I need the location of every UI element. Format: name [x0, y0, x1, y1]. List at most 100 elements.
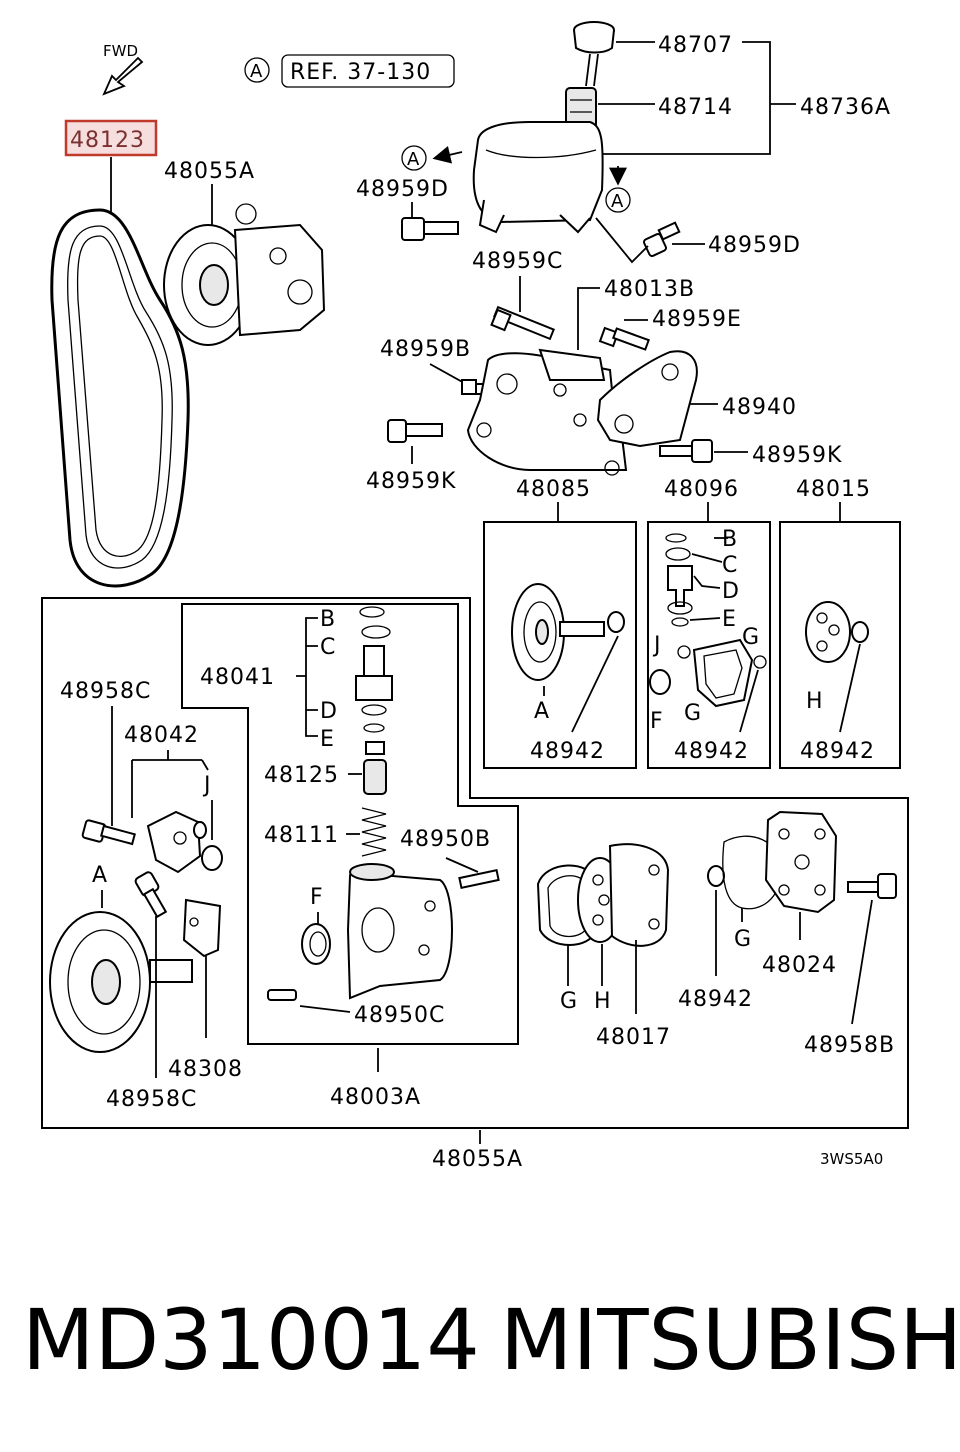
gasket-G-right [722, 835, 783, 910]
label-48959B: 48959B [380, 337, 471, 362]
label-48024: 48024 [762, 953, 837, 978]
label-48940: 48940 [722, 395, 797, 420]
label-48942-b: 48942 [674, 739, 749, 764]
parts-diagram: FWD A REF. 37-130 48123 48055A [41, 21, 909, 1172]
kit-letter-G: G [742, 625, 760, 650]
oil-seal-F [301, 923, 331, 965]
label-48958B: 48958B [804, 1033, 895, 1058]
right-letter-G: G [560, 989, 578, 1014]
ref-circle-label: A [250, 61, 263, 82]
label-48950C: 48950C [354, 1003, 445, 1028]
label-48736A: 48736A [800, 95, 891, 120]
flow-control-valve [355, 606, 393, 795]
label-48959C: 48959C [472, 249, 563, 274]
kit-letter-J: J [652, 633, 662, 658]
right-letter-G2: G [734, 927, 752, 952]
left-letter-J: J [202, 773, 212, 798]
kit-letter-A: A [534, 699, 550, 724]
label-48959K-right: 48959K [752, 443, 842, 468]
footer: MD310014 MITSUBISHI [0, 1290, 960, 1400]
label-48942-c: 48942 [800, 739, 875, 764]
fwd-label: FWD [103, 42, 138, 60]
v-belt [50, 208, 190, 588]
bolt-48958C-lower [134, 871, 168, 919]
valve-letter-C: C [320, 635, 336, 660]
spring-48111 [361, 807, 387, 857]
bolt-48959C [490, 305, 555, 341]
bracket-48308 [182, 898, 222, 958]
label-48015: 48015 [796, 477, 871, 502]
label-48013B: 48013B [604, 277, 695, 302]
left-letter-A: A [92, 863, 108, 888]
label-48125: 48125 [264, 763, 339, 788]
label-48958C-bottom: 48958C [106, 1087, 197, 1112]
bolt-48958C-top [81, 819, 136, 846]
body-letter-F: F [310, 885, 324, 910]
bolt-48959D-left [401, 217, 459, 241]
label-48959E: 48959E [652, 307, 742, 332]
diagram-code: 3WS5A0 [820, 1150, 883, 1168]
fwd-arrow-icon [102, 56, 144, 96]
o-ring-48942-d [707, 865, 725, 887]
label-48096: 48096 [664, 477, 739, 502]
brand-name: MITSUBISHI [500, 1291, 960, 1389]
label-48959K-left: 48959K [366, 469, 456, 494]
pulley-A-kit [511, 583, 625, 681]
label-48942-d: 48942 [678, 987, 753, 1012]
highlighted-part-48123[interactable]: 48123 [64, 119, 158, 157]
kit-letter-D: D [722, 579, 740, 604]
label-48055A-top: 48055A [164, 159, 255, 184]
ref-text: REF. 37-130 [290, 60, 431, 85]
kit-box-48096 [647, 521, 771, 769]
reservoir-filter [565, 87, 597, 129]
bolt-48959K-left [387, 419, 443, 443]
part-number: MD310014 [22, 1291, 480, 1389]
label-48111: 48111 [264, 823, 339, 848]
rear-cover-48024 [764, 810, 838, 914]
reservoir-tank [472, 121, 604, 234]
label-48003A: 48003A [330, 1085, 421, 1110]
bracket-48042 [146, 810, 223, 874]
label-48714: 48714 [658, 95, 733, 120]
pump-assembly-box [41, 597, 909, 1129]
label-48085: 48085 [516, 477, 591, 502]
right-letter-H: H [594, 989, 612, 1014]
kit-letter-C: C [722, 553, 738, 578]
cam-ring-H [805, 601, 869, 663]
power-steering-pump-assembly [163, 203, 326, 346]
seal-kit-parts [649, 533, 767, 708]
label-48959D-right: 48959D [708, 233, 801, 258]
valve-letter-B: B [320, 607, 336, 632]
valve-letter-E: E [320, 727, 335, 752]
bolt-48959K-right [659, 439, 713, 463]
pump-body-box [181, 603, 519, 1045]
kit-box-48015 [779, 521, 901, 769]
pump-body [346, 863, 453, 1000]
cover-48017 [608, 843, 670, 947]
valve-letter-D: D [320, 699, 338, 724]
ref-marker: A REF. 37-130 [244, 54, 455, 88]
label-48041: 48041 [200, 665, 275, 690]
label-48959D-left: 48959D [356, 177, 449, 202]
label-48950B: 48950B [400, 827, 491, 852]
kit-box-48085 [483, 521, 637, 769]
label-48958C-top: 48958C [60, 679, 151, 704]
label-48707: 48707 [658, 33, 733, 58]
bolt-48958B [847, 873, 897, 899]
kit-letter-G2: G [684, 701, 702, 726]
label-48308: 48308 [168, 1057, 243, 1082]
pump-bracket [466, 348, 628, 476]
ref-a-right: A [611, 191, 624, 212]
label-48055A-bottom: 48055A [432, 1147, 523, 1172]
pin-48950C [267, 989, 297, 1001]
pin-48950B [458, 868, 500, 890]
kit-letter-E: E [722, 607, 737, 632]
label-48017: 48017 [596, 1025, 671, 1050]
reservoir-cap [573, 21, 615, 87]
kit-letter-F: F [650, 709, 664, 734]
label-48042: 48042 [124, 723, 199, 748]
highlight-label: 48123 [70, 128, 145, 153]
label-48942-a: 48942 [530, 739, 605, 764]
pump-pulley-A [49, 911, 193, 1053]
bolt-48959E [598, 326, 650, 351]
